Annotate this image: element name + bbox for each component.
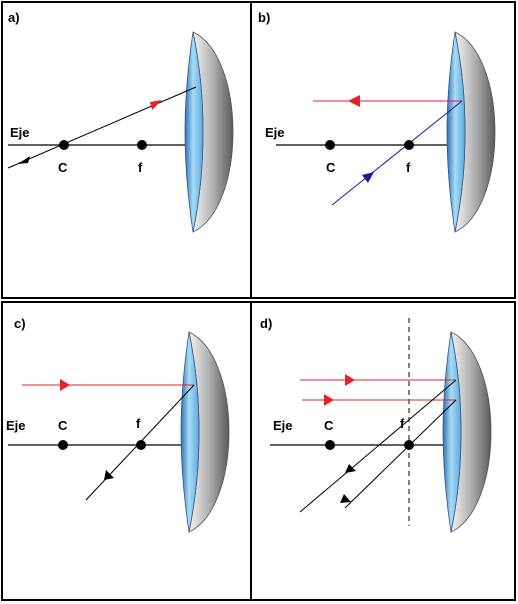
center-point	[59, 140, 69, 150]
arrow-icon	[345, 464, 356, 473]
concave-mirror	[446, 31, 496, 233]
reflected-ray-2	[344, 399, 457, 509]
arrow-icon	[150, 100, 162, 110]
arrow-icon	[18, 156, 30, 164]
focus-label: f	[136, 416, 141, 431]
center-label: C	[58, 160, 68, 175]
center-point	[325, 140, 335, 150]
arrow-icon	[104, 470, 114, 480]
arrow-icon	[324, 394, 334, 406]
focus-label: f	[400, 416, 405, 431]
panel-b-label: b)	[258, 10, 270, 25]
panel-c: c) Eje C f	[6, 316, 230, 533]
focal-point	[404, 140, 414, 150]
center-point	[325, 440, 335, 450]
arrow-icon	[60, 379, 70, 391]
panel-d-frame	[250, 301, 516, 601]
incident-ray	[331, 100, 463, 206]
arrow-icon	[362, 172, 374, 183]
axis-label: Eje	[10, 125, 30, 140]
focal-point	[404, 440, 414, 450]
concave-mirror	[180, 331, 230, 533]
ray-through-center	[7, 86, 197, 169]
axis-label: Eje	[273, 418, 293, 433]
center-label: C	[58, 418, 68, 433]
focus-label: f	[406, 160, 411, 175]
panel-a-label: a)	[8, 10, 20, 25]
concave-mirror	[442, 331, 492, 533]
center-label: C	[324, 418, 334, 433]
center-point	[58, 440, 68, 450]
panel-d: d) Eje C f	[260, 316, 492, 533]
arrow-icon	[345, 374, 355, 386]
focal-point	[137, 140, 147, 150]
center-label: C	[326, 160, 336, 175]
focal-point	[136, 440, 146, 450]
panel-b: b) Eje C f	[258, 10, 496, 233]
panel-c-label: c)	[14, 316, 26, 331]
panel-d-label: d)	[260, 316, 272, 331]
arrow-icon	[340, 494, 351, 503]
axis-label: Eje	[6, 418, 26, 433]
arrow-icon	[348, 95, 360, 107]
focus-label: f	[138, 160, 143, 175]
concave-mirror	[184, 31, 234, 233]
panel-b-frame	[250, 1, 516, 299]
axis-label: Eje	[265, 125, 285, 140]
panel-a: a) Eje C f	[7, 10, 234, 233]
reflected-ray-1	[299, 379, 457, 513]
